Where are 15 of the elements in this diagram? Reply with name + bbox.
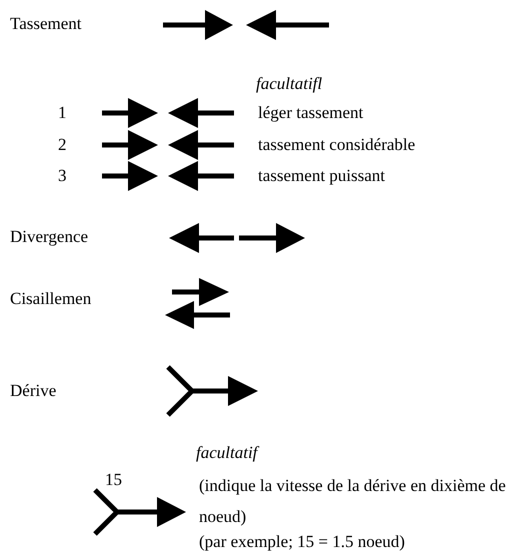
level-description: tassement puissant bbox=[258, 166, 386, 186]
example-text: (par exemple; 15 = 1.5 noeud) bbox=[199, 532, 405, 552]
level-description: tassement considérable bbox=[258, 135, 416, 155]
note-text: facultatif bbox=[196, 443, 258, 463]
category-label: Tassement bbox=[10, 14, 82, 34]
category-label: Divergence bbox=[10, 227, 88, 247]
note-text: facultatifl bbox=[256, 74, 322, 94]
level-number: 3 bbox=[58, 166, 66, 186]
speed-value: 15 bbox=[105, 470, 122, 490]
level-number: 2 bbox=[58, 135, 66, 155]
explanation-text: (indique la vitesse de la dérive en dixième de noeud) bbox=[199, 475, 507, 528]
level-number: 1 bbox=[58, 103, 66, 123]
category-label: Dérive bbox=[10, 381, 56, 401]
level-description: léger tassement bbox=[258, 103, 364, 123]
category-label: Cisaillemen bbox=[10, 289, 92, 309]
